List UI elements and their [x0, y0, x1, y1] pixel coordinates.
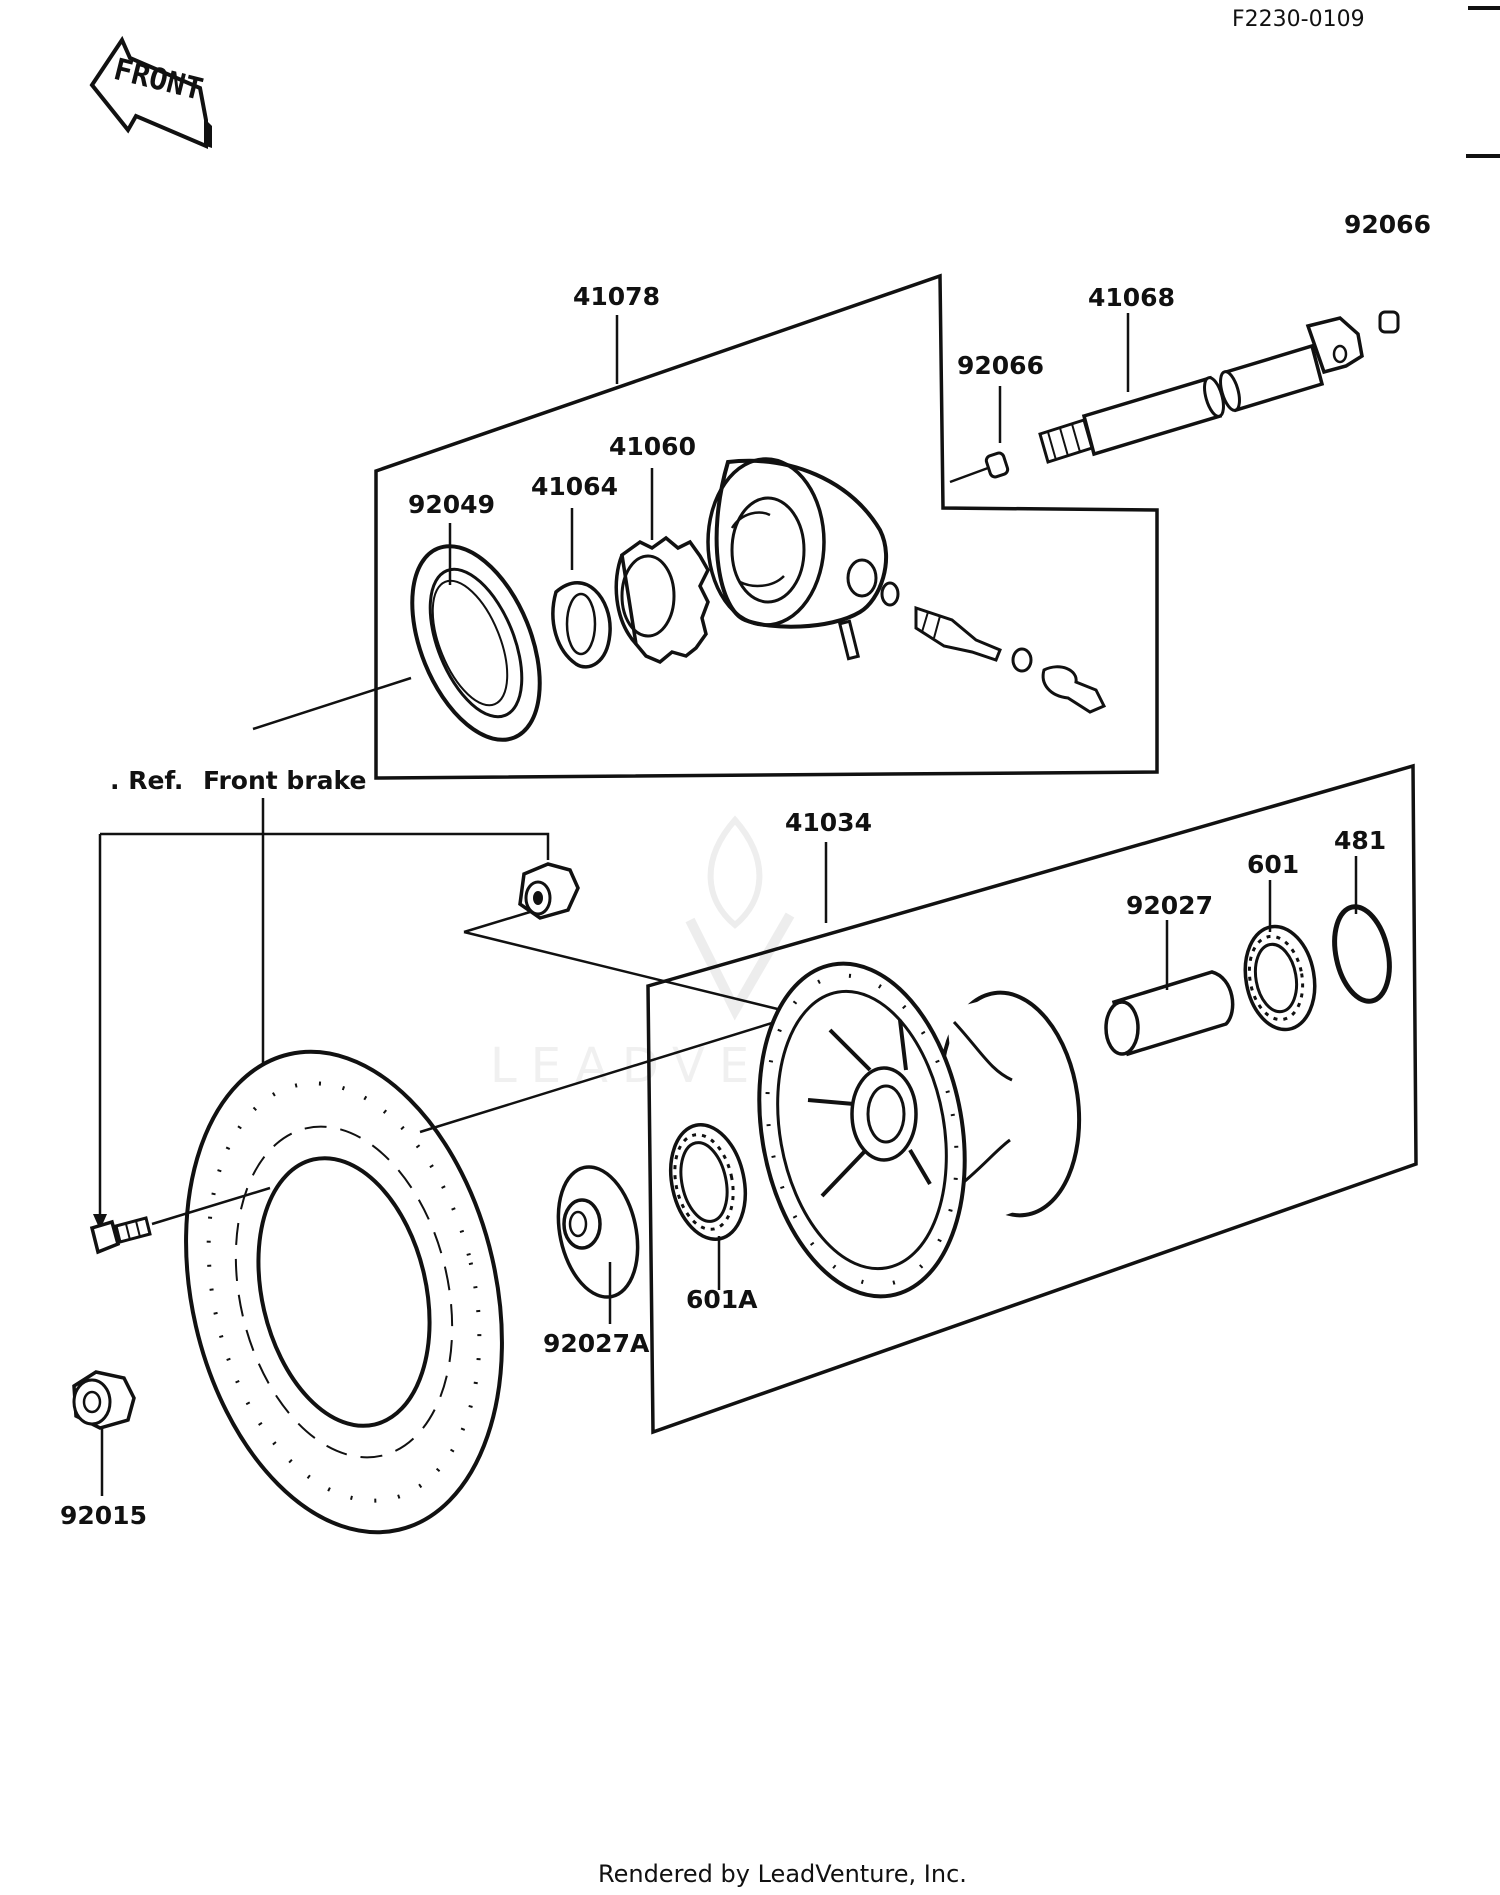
gear-41060-part: [614, 535, 710, 665]
label-41068: 41068: [1088, 283, 1175, 312]
label-601a: 601A: [686, 1285, 758, 1314]
label-92066-left: 92066: [957, 351, 1044, 380]
label-ref: . Ref.: [110, 766, 183, 795]
brake-disc-part: [184, 1049, 504, 1535]
assembly-box-41034: [646, 763, 1418, 1435]
axle-41068-part: [1038, 316, 1364, 464]
front-arrow-icon: FRONT: [89, 35, 212, 150]
disc-axis-line: [419, 1008, 815, 1134]
label-481: 481: [1334, 826, 1386, 855]
nut-92015-part: [72, 1370, 136, 1430]
spacer-92027-part: [1104, 970, 1235, 1057]
gearbox-housing-part: [706, 457, 889, 629]
label-92027a: 92027A: [543, 1329, 650, 1358]
flange-nut-part: [518, 862, 580, 920]
bushing-part: [1041, 665, 1107, 714]
ref-arrowhead: [93, 1214, 107, 1230]
washer-lower-part: [1011, 647, 1033, 673]
seal-92049-part: [410, 544, 542, 742]
bearing-601a-part: [669, 1123, 747, 1241]
label-92049: 92049: [408, 490, 495, 519]
diagram-code: F2230-0109: [1232, 7, 1365, 32]
seal-axis-line: [252, 676, 412, 731]
bolt-axis-line: [151, 1186, 271, 1226]
pin-part: [837, 619, 861, 661]
label-41078: 41078: [573, 282, 660, 311]
assembly-box-41078: [374, 273, 1159, 780]
label-41034: 41034: [785, 808, 872, 837]
label-41060: 41060: [609, 432, 696, 461]
retainer-41064-part: [551, 581, 612, 669]
washer-upper-part: [880, 581, 900, 607]
disc-bolt-part: [89, 1216, 152, 1255]
circlip-481-part: [1332, 904, 1392, 1004]
axle-cap-92066-left: [984, 451, 1010, 479]
collar-92027a-part: [556, 1165, 640, 1299]
axle-cap-92066-right: [1378, 310, 1400, 334]
label-92066-right: 92066: [1344, 210, 1431, 239]
wheel-hub-part: [757, 961, 1082, 1299]
axle-cap-axis: [949, 466, 989, 484]
footer-credit: Rendered by LeadVenture, Inc.: [598, 1860, 967, 1888]
label-92015: 92015: [60, 1501, 147, 1530]
nut-pointer-lines: [463, 910, 799, 1016]
bearing-601-part: [1243, 924, 1317, 1032]
label-front-brake: Front brake: [203, 766, 366, 795]
label-92027: 92027: [1126, 891, 1213, 920]
ref-bracket: [98, 832, 550, 1224]
pinion-part: [914, 605, 1002, 662]
label-601: 601: [1247, 850, 1299, 879]
label-41064: 41064: [531, 472, 618, 501]
